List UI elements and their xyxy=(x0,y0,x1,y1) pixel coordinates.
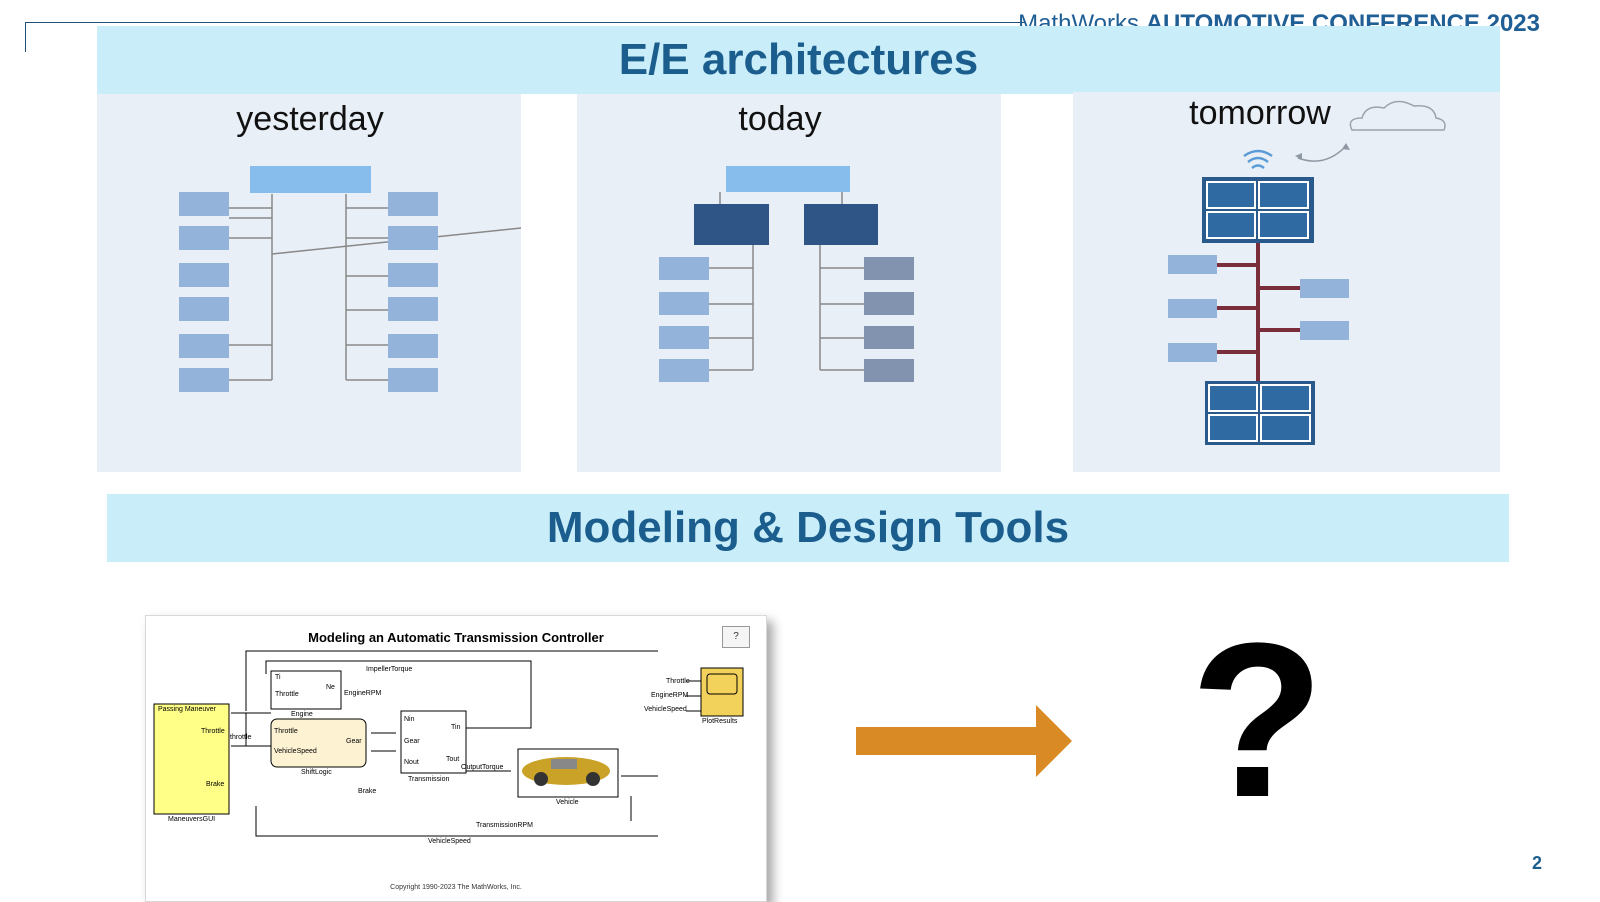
shift-logic-block xyxy=(270,718,367,768)
label-tr-gear: Gear xyxy=(404,738,420,745)
label-plot-results: PlotResults xyxy=(702,718,738,725)
passing-maneuver-block xyxy=(153,703,230,815)
label-nin: Nin xyxy=(404,716,415,723)
ee-architectures-banner: E/E architectures xyxy=(97,26,1500,94)
zone-ecu-block xyxy=(1300,279,1349,298)
domain-controller-block xyxy=(694,204,769,245)
simulink-diagram xyxy=(153,650,744,837)
label-sl-gear: Gear xyxy=(346,738,362,745)
ecu-block xyxy=(179,263,229,287)
ee-architectures-title: E/E architectures xyxy=(618,35,979,84)
label-passing-maneuver: Passing Maneuver xyxy=(158,706,216,713)
zone-ecu-block xyxy=(1300,321,1349,340)
ecu-block xyxy=(659,257,709,280)
zone-ecu-block xyxy=(1168,343,1217,362)
ecu-block xyxy=(864,326,914,349)
ecu-block xyxy=(388,263,438,287)
ecu-block xyxy=(179,368,229,392)
label-impeller-torque: ImpellerTorque xyxy=(366,666,413,673)
ecu-block xyxy=(388,192,438,216)
ecu-block xyxy=(659,359,709,382)
central-gateway-block xyxy=(726,166,850,192)
simulink-help-button[interactable]: ? xyxy=(722,626,750,648)
label-nout: Nout xyxy=(404,759,419,766)
zone-ecu-block xyxy=(1168,299,1217,318)
label-transmission-rpm: TransmissionRPM xyxy=(476,822,533,829)
simulink-model-screenshot: Modeling an Automatic Transmission Contr… xyxy=(145,615,767,902)
ecu-block xyxy=(179,192,229,216)
zone-ecu-block xyxy=(1168,255,1217,274)
header-rule-corner xyxy=(25,22,26,52)
simulink-copyright: Copyright 1990-2023 The MathWorks, Inc. xyxy=(390,884,522,891)
label-engine-throttle: Throttle xyxy=(275,691,299,698)
ecu-block xyxy=(864,359,914,382)
label-plot-engine-rpm: EngineRPM xyxy=(651,692,689,699)
question-mark-icon: ? xyxy=(1190,597,1325,843)
label-yesterday: yesterday xyxy=(236,100,384,138)
header-rule xyxy=(25,22,1025,23)
ecu-block xyxy=(388,368,438,392)
ecu-block xyxy=(864,257,914,280)
modeling-tools-banner: Modeling & Design Tools xyxy=(107,494,1509,562)
label-ne: Ne xyxy=(326,684,335,691)
label-engine-rpm: EngineRPM xyxy=(344,690,382,697)
ecu-block xyxy=(179,226,229,250)
label-vehicle: Vehicle xyxy=(556,799,579,806)
label-engine: Engine xyxy=(291,711,313,718)
ecu-block xyxy=(179,334,229,358)
central-compute-bottom xyxy=(1205,381,1315,445)
label-transmission: Transmission xyxy=(408,776,450,783)
ecu-block xyxy=(864,292,914,315)
label-sl-throttle: Throttle xyxy=(274,728,298,735)
label-ti: Ti xyxy=(275,674,281,681)
label-pm-brake: Brake xyxy=(206,781,225,788)
label-vehicle-speed: VehicleSpeed xyxy=(428,838,471,845)
simulink-model-title: Modeling an Automatic Transmission Contr… xyxy=(308,630,604,645)
panel-yesterday xyxy=(97,94,521,472)
central-compute-top xyxy=(1202,177,1314,243)
car-icon xyxy=(522,757,610,786)
label-today: today xyxy=(738,100,822,138)
domain-controller-block xyxy=(804,204,878,245)
wifi-icon xyxy=(1243,149,1273,170)
right-arrow-icon xyxy=(856,705,1072,777)
ecu-block xyxy=(179,297,229,321)
ecu-block xyxy=(388,334,438,358)
ecu-block xyxy=(659,326,709,349)
central-gateway-block xyxy=(250,166,371,193)
label-pm-throttle: Throttle xyxy=(201,728,225,735)
transmission-block xyxy=(400,710,467,774)
ecu-block xyxy=(388,297,438,321)
cloud-icon xyxy=(1349,100,1446,131)
label-plot-vehicle-speed: VehicleSpeed xyxy=(644,706,687,713)
label-maneuvers-gui: ManeuversGUI xyxy=(168,816,216,823)
label-output-torque: OutputTorque xyxy=(461,764,504,771)
modeling-tools-title: Modeling & Design Tools xyxy=(546,503,1070,552)
label-brake: Brake xyxy=(358,788,377,795)
label-throttle-signal: throttle xyxy=(230,734,252,741)
ecu-block xyxy=(659,292,709,315)
label-plot-throttle: Throttle xyxy=(666,678,690,685)
engine-block xyxy=(270,670,342,710)
ecu-block xyxy=(388,226,438,250)
sync-arrow-icon xyxy=(1297,145,1347,162)
label-tomorrow: tomorrow xyxy=(1189,94,1331,132)
label-tout: Tout xyxy=(446,756,460,763)
panel-today xyxy=(577,94,1001,472)
page-number: 2 xyxy=(1531,853,1542,873)
label-tin: Tin xyxy=(451,724,461,731)
label-shift-logic: ShiftLogic xyxy=(301,769,332,776)
label-sl-vehicle-speed: VehicleSpeed xyxy=(274,748,317,755)
